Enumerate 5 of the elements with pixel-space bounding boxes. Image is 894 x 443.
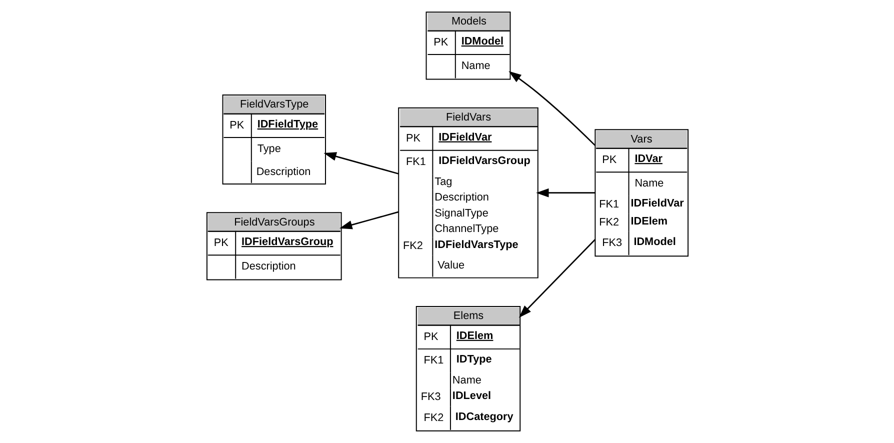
arrow [339, 211, 398, 230]
arrow [323, 152, 398, 174]
arrow [508, 71, 596, 146]
arrow [518, 239, 596, 318]
arrow [536, 188, 595, 198]
